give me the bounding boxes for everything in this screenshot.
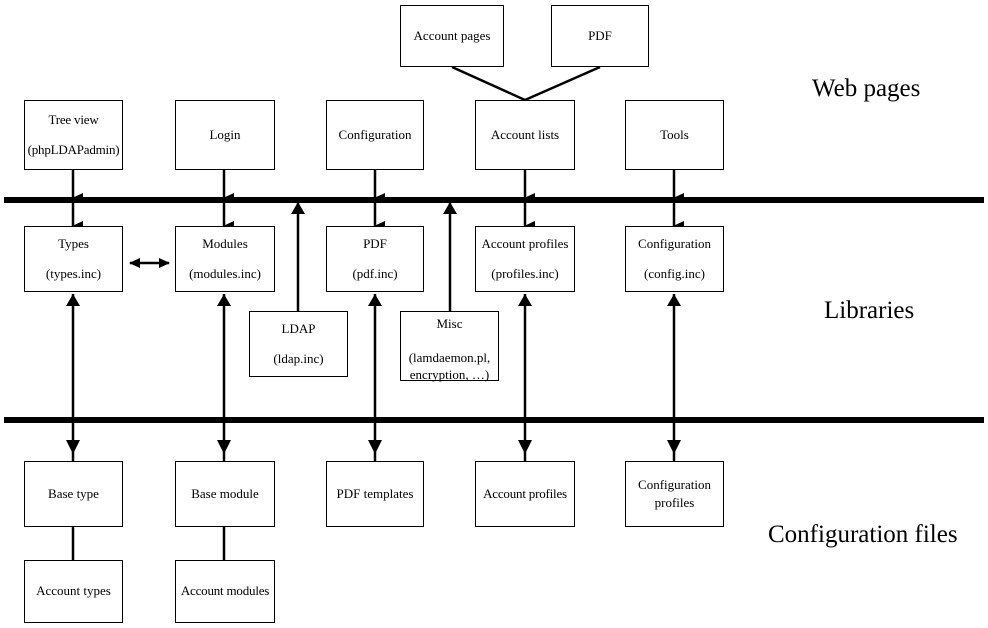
node-configuration-lib-label: Configuration <box>638 235 711 251</box>
edge-pdf-templates-up-to-pdf-lib <box>368 294 382 461</box>
edge-configuration-profiles-up-to-lib <box>667 294 681 461</box>
node-configuration-profiles-sublabel: profiles <box>654 495 695 510</box>
edge-account-profiles-cfg-up-to-lib <box>518 294 532 461</box>
edge-bar2-down-to-account-profiles <box>518 440 532 454</box>
edge-ldap-up-to-bar1 <box>291 202 305 311</box>
node-types-lib[interactable]: Types (types.inc) <box>24 226 123 292</box>
node-pdf-source[interactable]: PDF <box>551 5 649 67</box>
node-base-type[interactable]: Base type <box>24 461 123 527</box>
node-tree-view-label: Tree view <box>48 111 99 127</box>
node-account-lists-label: Account lists <box>490 126 560 142</box>
node-account-profiles-cfg-label: Account profiles <box>483 485 567 501</box>
node-ldap-lib-sublabel: (ldap.inc) <box>273 351 324 366</box>
edge-misc-up-to-bar1 <box>443 202 457 311</box>
node-tools-label: Tools <box>660 126 689 142</box>
node-pdf-templates[interactable]: PDF templates <box>326 461 424 527</box>
node-modules-lib-sublabel: (modules.inc) <box>189 266 261 281</box>
node-misc-lib-sublabel-1: (lamdaemon.pl, <box>408 350 491 366</box>
node-misc-lib-sublabel-2: encryption, …) <box>409 366 490 382</box>
node-pdf-lib-sublabel: (pdf.inc) <box>352 266 398 281</box>
node-pdf-lib[interactable]: PDF (pdf.inc) <box>326 226 424 292</box>
node-base-type-label: Base type <box>48 485 99 501</box>
node-tools[interactable]: Tools <box>625 100 724 170</box>
node-misc-lib-label: Misc <box>436 316 463 331</box>
node-tree-view-sublabel: (phpLDAPadmin) <box>27 142 120 157</box>
node-pdf-templates-label: PDF templates <box>336 485 414 501</box>
tier-label-libraries: Libraries <box>824 297 915 324</box>
node-account-modules-label: Account modules <box>180 583 270 599</box>
node-pdf-lib-label: PDF <box>363 235 387 251</box>
edge-account-pages-to-account-lists <box>451 65 526 102</box>
node-account-profiles-lib-label: Account profiles <box>481 235 569 251</box>
node-base-module-label: Base module <box>191 485 259 501</box>
node-configuration-lib-sublabel: (config.inc) <box>643 266 705 281</box>
node-tree-view[interactable]: Tree view (phpLDAPadmin) <box>24 100 123 170</box>
edge-bar2-down-to-base-module <box>217 440 231 454</box>
node-account-profiles-lib-sublabel: (profiles.inc) <box>491 266 559 281</box>
node-configuration-page-label: Configuration <box>338 126 412 142</box>
node-account-pages[interactable]: Account pages <box>400 5 504 67</box>
edge-bar2-down-to-base-type <box>66 440 80 454</box>
node-misc-lib[interactable]: Misc (lamdaemon.pl, encryption, …) <box>400 311 499 382</box>
node-configuration-lib[interactable]: Configuration (config.inc) <box>625 226 724 292</box>
node-login-label: Login <box>209 126 241 142</box>
edge-pdf-source-to-account-lists <box>524 65 601 102</box>
node-configuration-profiles-label: Configuration <box>638 476 711 492</box>
node-account-types-label: Account types <box>36 583 111 599</box>
node-account-profiles-lib[interactable]: Account profiles (profiles.inc) <box>475 226 575 292</box>
node-account-modules[interactable]: Account modules <box>175 560 275 623</box>
web-libraries-separator <box>4 197 984 203</box>
node-login[interactable]: Login <box>175 100 275 170</box>
node-base-module[interactable]: Base module <box>175 461 275 527</box>
node-configuration-profiles[interactable]: Configuration profiles <box>625 461 724 527</box>
node-configuration-page[interactable]: Configuration <box>326 100 424 170</box>
node-types-lib-label: Types <box>58 235 89 251</box>
node-ldap-lib-label: LDAP <box>281 320 316 336</box>
node-account-profiles-cfg[interactable]: Account profiles <box>475 461 575 527</box>
node-types-lib-sublabel: (types.inc) <box>45 266 102 281</box>
node-modules-lib-label: Modules <box>202 235 248 251</box>
edge-bar2-down-to-pdf-templates <box>368 440 382 454</box>
node-account-lists[interactable]: Account lists <box>475 100 575 170</box>
node-account-types[interactable]: Account types <box>24 560 123 623</box>
node-pdf-source-label: PDF <box>588 27 612 43</box>
edge-base-type-up-to-types <box>66 294 80 461</box>
node-modules-lib[interactable]: Modules (modules.inc) <box>175 226 275 292</box>
edge-base-module-up-to-modules <box>217 294 231 461</box>
edge-bar2-down-to-config-profiles <box>667 440 681 454</box>
tier-label-web-pages: Web pages <box>812 75 921 102</box>
node-account-pages-label: Account pages <box>413 27 491 43</box>
libraries-config-separator <box>4 417 984 423</box>
node-ldap-lib[interactable]: LDAP (ldap.inc) <box>249 311 348 377</box>
tier-label-configuration-files: Configuration files <box>768 521 958 548</box>
